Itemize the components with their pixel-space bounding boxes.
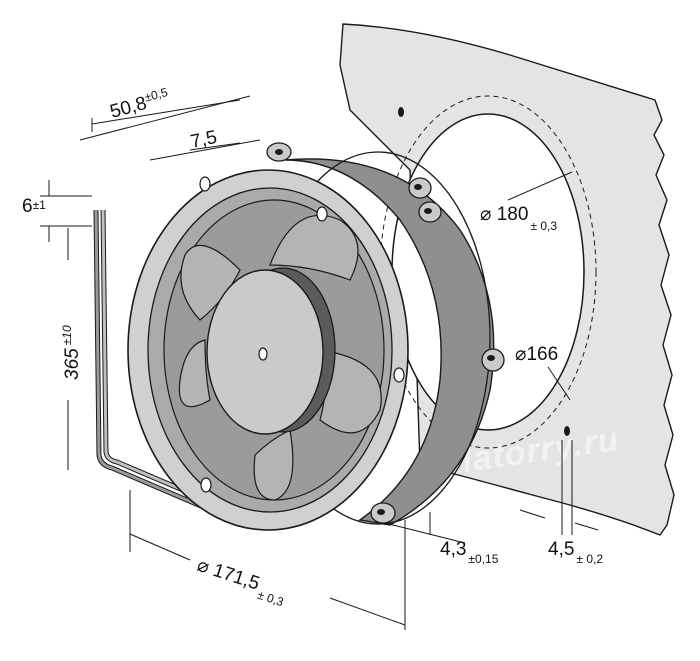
cable-length-value: 365 — [62, 348, 83, 380]
outer-diameter-tolerance: ± 0,3 — [256, 588, 286, 610]
svg-text:50,8±0,5: 50,8±0,5 — [107, 85, 171, 123]
mount-circle-tolerance: ± 0,3 — [530, 219, 557, 233]
hole-diameter-tolerance: ± 0,2 — [576, 552, 603, 566]
mount-lug-bottom — [370, 502, 396, 524]
ring-rivet — [200, 477, 212, 493]
svg-text:4,3±0,15: 4,3±0,15 — [440, 539, 499, 566]
mount-lug-right-top — [408, 177, 442, 223]
fan-blade — [178, 339, 211, 408]
svg-text:6±1: 6±1 — [22, 196, 46, 217]
fan-blade — [253, 429, 294, 501]
mount-circle-value: 180 — [497, 204, 529, 225]
cutout-value: 166 — [526, 344, 558, 365]
flange-value: 7,5 — [189, 127, 219, 153]
fan-cable — [93, 209, 219, 515]
outer-diameter-symbol: ⌀ — [194, 555, 211, 579]
mounting-panel — [339, 23, 675, 536]
hole-diameter-value: 4,5 — [548, 539, 574, 560]
fan-front — [127, 169, 409, 531]
svg-text:⌀ 171,5± 0,3: ⌀ 171,5± 0,3 — [193, 555, 290, 609]
cable-tip-value: 6 — [22, 196, 33, 217]
fan-blade — [269, 214, 359, 281]
mount-circle-symbol: ⌀ — [480, 204, 491, 225]
cable-tip-tolerance: ±1 — [33, 198, 47, 212]
panel-hole-bottom — [564, 426, 570, 436]
cable-length-tolerance: ±10 — [60, 325, 74, 345]
panel-hole-top — [398, 107, 404, 117]
depth-value: 50,8 — [108, 93, 149, 123]
mount-lug-top — [266, 142, 292, 162]
outer-diameter-value: 171,5 — [210, 560, 262, 595]
svg-text:⌀ 180± 0,3: ⌀ 180± 0,3 — [480, 204, 557, 233]
svg-text:365±10: 365±10 — [60, 325, 83, 380]
ring-rivet — [393, 367, 405, 383]
hub-center — [258, 347, 268, 361]
ring-rivet — [199, 176, 211, 192]
svg-text:4,5± 0,2: 4,5± 0,2 — [548, 539, 603, 566]
housing-side — [284, 158, 495, 526]
flange-thickness-value: 4,3 — [440, 539, 466, 560]
dimension-lines — [40, 95, 599, 630]
depth-tolerance: ±0,5 — [143, 85, 169, 105]
svg-text:⌀166: ⌀166 — [515, 344, 558, 365]
flange-thickness-tolerance: ±0,15 — [468, 552, 498, 566]
mount-lug-right — [481, 348, 505, 372]
cutout-symbol: ⌀ — [515, 344, 526, 365]
fan-housing — [265, 142, 505, 526]
ring-rivet — [316, 206, 328, 222]
